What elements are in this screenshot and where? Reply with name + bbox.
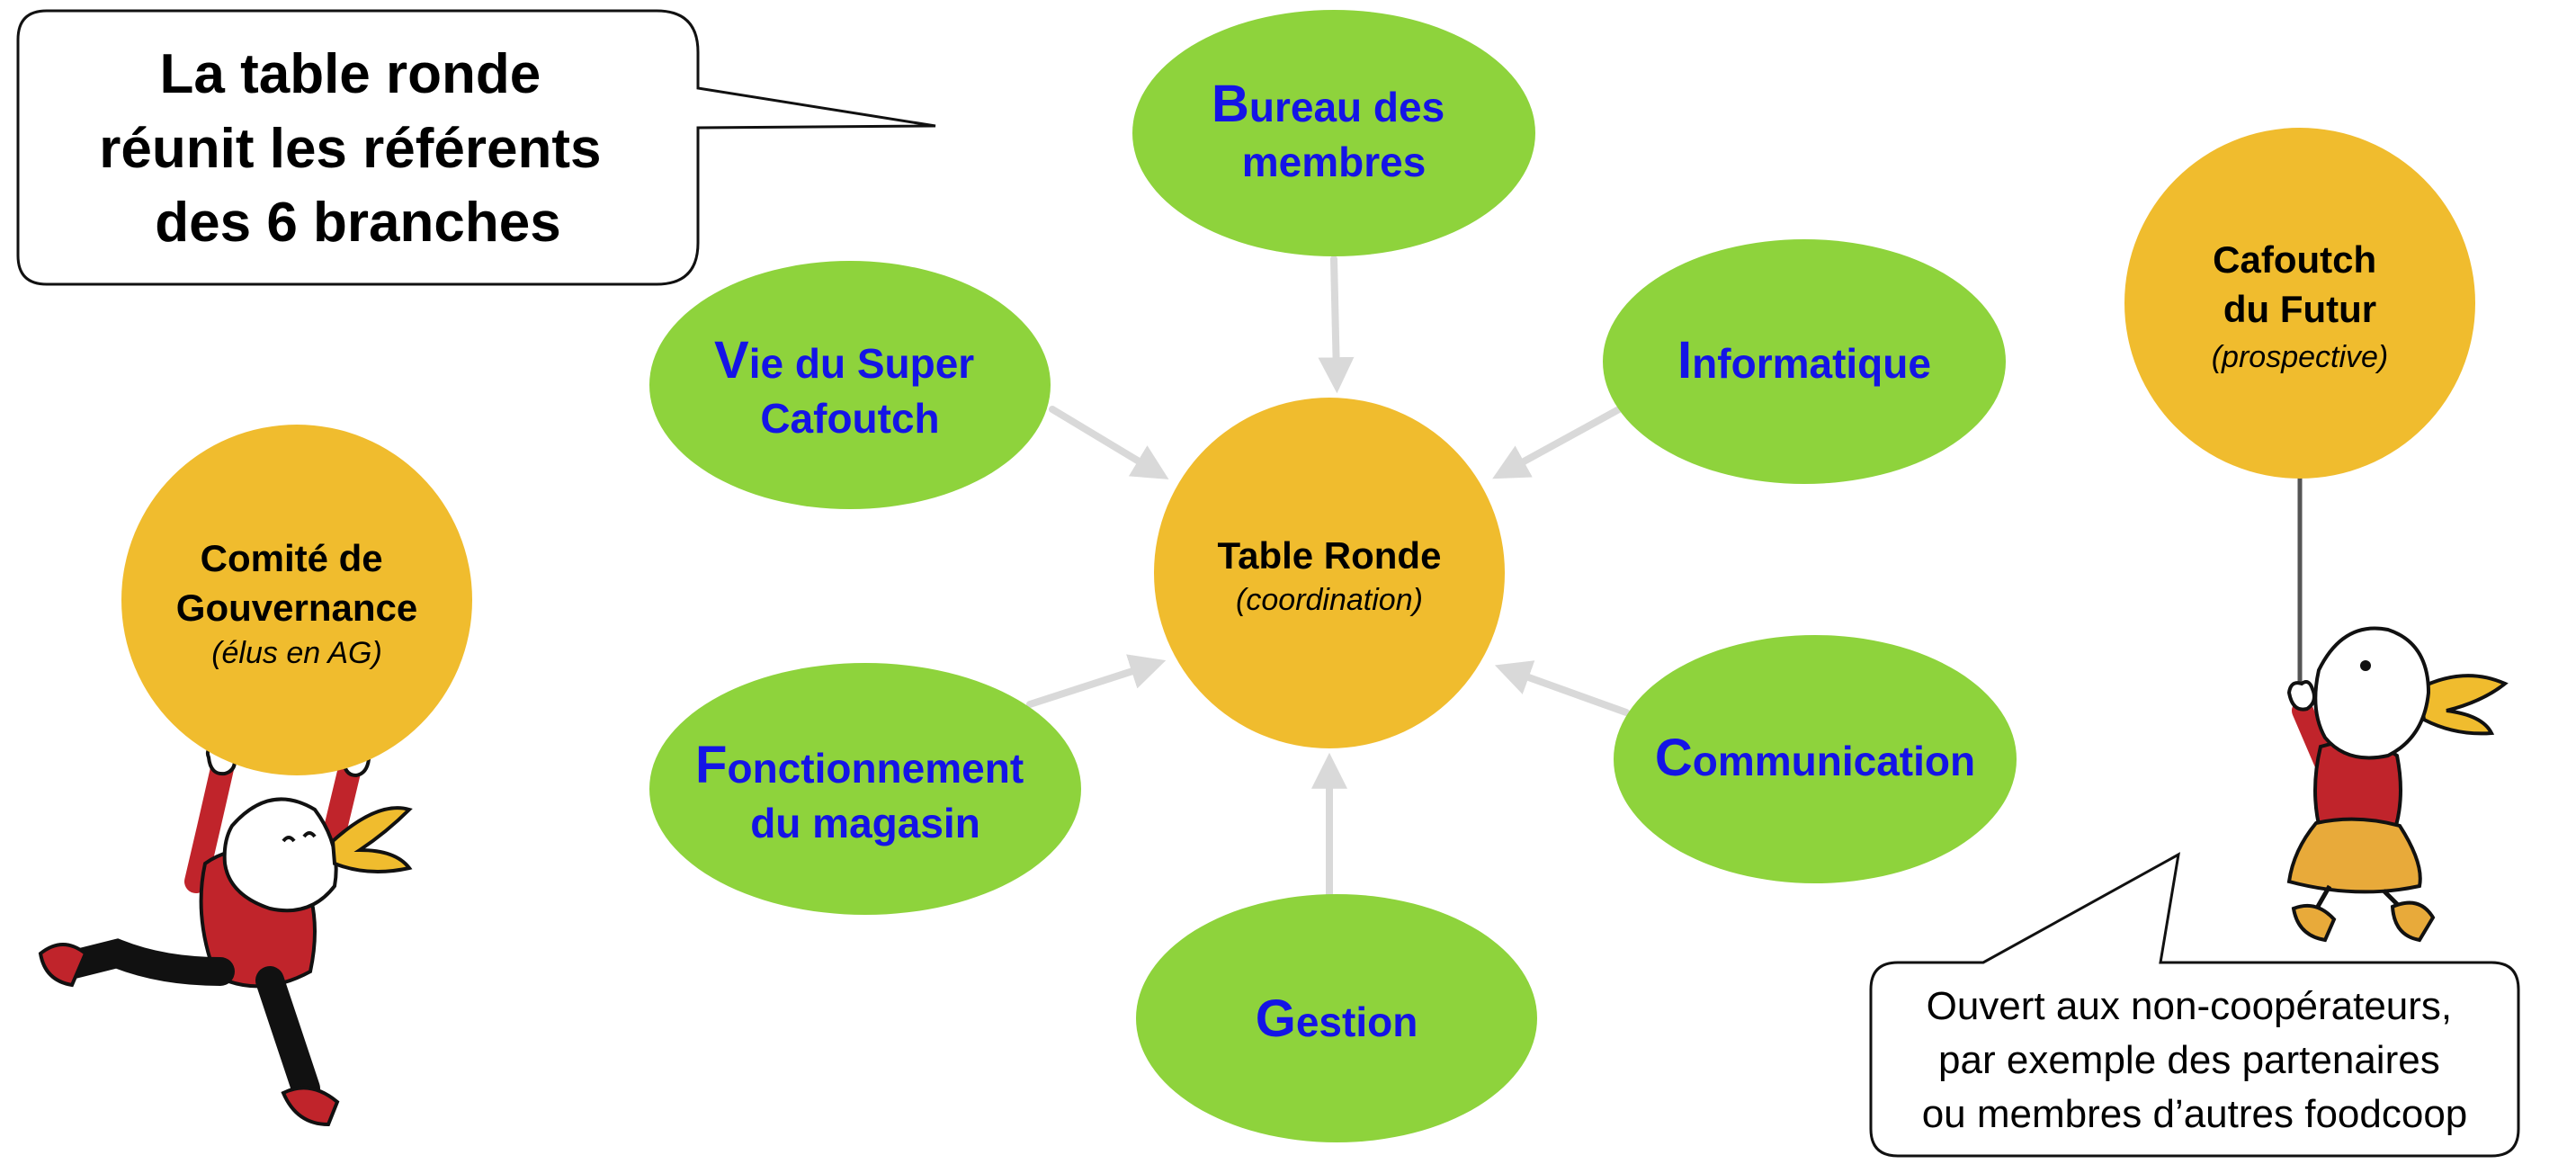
branch-vie-line-2: Cafoutch: [760, 395, 939, 442]
callout-top-line-3: des 6 branches: [155, 192, 560, 254]
branch-informatique-ellipse: [1603, 239, 2006, 484]
governance-line-2: Gouvernance: [176, 586, 417, 629]
branch-informatique: Informatique: [1603, 239, 2006, 484]
governance-line-1: Comité de: [201, 537, 383, 579]
branch-fonctionnement-initial: F: [695, 736, 727, 794]
branch-fonctionnement-line-1: onctionnement: [727, 745, 1024, 792]
svg-text:Informatique: Informatique: [1677, 331, 1931, 389]
future-circle: [2124, 128, 2475, 479]
branch-communication-ellipse: [1614, 635, 2017, 883]
branch-bureau-des-membres: Bureau des membres: [1132, 10, 1535, 256]
callout-bottom-bubble: [1869, 852, 2520, 1158]
branch-bureau-ellipse: [1132, 10, 1535, 256]
svg-text:Ouvert aux non-coopérateurs,: Ouvert aux non-coopérateurs, par exemple…: [1922, 984, 2468, 1136]
arrow-communication: [1494, 660, 1630, 716]
branch-communication-label: ommunication: [1693, 738, 1975, 784]
branch-bureau-line-1: ureau des: [1249, 84, 1445, 130]
branch-fonctionnement-du-magasin: Fonctionnement du magasin: [649, 663, 1081, 915]
center-circle: [1154, 398, 1505, 748]
arrows: [1026, 255, 1630, 899]
branch-bureau-initial: B: [1212, 75, 1249, 133]
callout-bottom-line-1: Ouvert aux non-coopérateurs,: [1927, 984, 2453, 1028]
center-node: Table Ronde (coordination): [1154, 398, 1505, 748]
branch-fonctionnement-line-2: du magasin: [750, 800, 980, 846]
center-title: Table Ronde: [1218, 534, 1442, 577]
governance-node: Comité de Gouvernance (élus en AG): [121, 425, 472, 775]
center-subtitle: (coordination): [1236, 583, 1423, 617]
branch-informatique-initial: I: [1677, 331, 1692, 389]
governance-circle: [121, 425, 472, 775]
svg-text:Vie du Super Cafoutch: Vie du Super Cafoutch: [714, 331, 986, 442]
branch-vie-du-super-cafoutch: Vie du Super Cafoutch: [649, 261, 1051, 509]
svg-text:Comité de Gouvernance: Comité de Gouvernance: [176, 537, 417, 629]
svg-text:Fonctionnement du magasi: Fonctionnement du magasin: [695, 736, 1035, 846]
branch-gestion-initial: G: [1256, 989, 1296, 1048]
svg-text:Cafoutch du Futur: Cafoutch du Futur: [2213, 238, 2387, 330]
callout-top-line-2: réunit les référents: [99, 118, 601, 180]
branch-gestion-ellipse: [1136, 894, 1537, 1142]
svg-text:Communication: Communication: [1655, 729, 1975, 787]
character-right-illustration: [2286, 626, 2509, 943]
future-line-1: Cafoutch: [2213, 238, 2376, 281]
branch-communication-initial: C: [1655, 729, 1693, 787]
svg-text:Bureau des membres: Bureau des membres: [1212, 75, 1456, 185]
callout-top-bubble: [16, 9, 936, 286]
future-line-2: du Futur: [2223, 288, 2376, 330]
callout-top-line-1: La table ronde: [160, 43, 541, 105]
callout-bottom-line-3: ou membres d’autres foodcoop: [1922, 1092, 2468, 1136]
future-subtitle: (prospective): [2212, 340, 2389, 374]
character-left-illustration: [38, 743, 413, 1127]
branch-gestion: Gestion: [1136, 894, 1537, 1142]
branch-fonctionnement-ellipse: [649, 663, 1081, 915]
branch-vie-initial: V: [714, 331, 749, 389]
callout-top: La table ronde réunit les référents des …: [16, 9, 936, 286]
branch-gestion-label: estion: [1296, 998, 1418, 1045]
arrow-vie: [1049, 406, 1169, 479]
branch-communication: Communication: [1614, 635, 2017, 883]
callout-bottom: Ouvert aux non-coopérateurs, par exemple…: [1869, 852, 2520, 1158]
svg-text:Gestion: Gestion: [1256, 989, 1418, 1048]
callout-bottom-line-2: par exemple des partenaires: [1938, 1038, 2440, 1082]
branch-bureau-line-2: membres: [1242, 139, 1427, 185]
future-node: Cafoutch du Futur (prospective): [2124, 128, 2475, 688]
svg-text:La table ronde réunit le: La table ronde réunit les référents des …: [99, 43, 616, 254]
arrow-bureau: [1318, 255, 1355, 394]
branch-vie-line-1: ie du Super: [749, 340, 975, 387]
branch-informatique-label: nformatique: [1692, 340, 1931, 387]
arrow-informatique: [1492, 406, 1623, 479]
arrow-fonctionnement: [1026, 654, 1167, 708]
governance-subtitle: (élus en AG): [211, 636, 382, 670]
branch-vie-ellipse: [649, 261, 1051, 509]
